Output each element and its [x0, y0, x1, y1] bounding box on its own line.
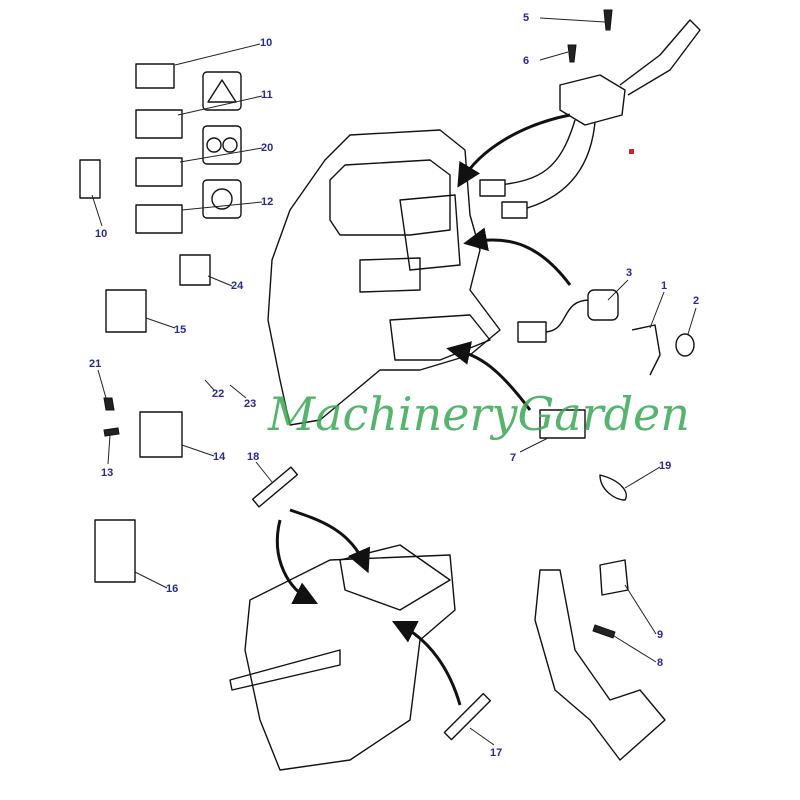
callout-14: 14: [213, 451, 226, 463]
watermark: MachineryGarden: [267, 387, 690, 441]
callout-13: 13: [101, 467, 113, 479]
callout-20: 20: [261, 142, 273, 154]
relays: [94, 254, 211, 583]
callout-8: 8: [657, 657, 663, 669]
callout-17: 17: [490, 747, 502, 759]
callout-19: 19: [659, 460, 671, 472]
callout-10-top: 10: [260, 37, 272, 49]
callout-9: 9: [657, 629, 663, 641]
callout-22: 22: [212, 388, 224, 400]
callout-10-left: 10: [95, 228, 107, 240]
callout-18: 18: [247, 451, 259, 463]
callout-12: 12: [261, 196, 273, 208]
callout-16: 16: [166, 583, 178, 595]
leader-lines: [91, 17, 697, 746]
callout-3: 3: [626, 267, 632, 279]
callout-1: 1: [661, 280, 667, 292]
callout-11: 11: [261, 89, 273, 101]
marker-square: [629, 149, 634, 154]
callout-5: 5: [523, 12, 529, 24]
callout-21: 21: [89, 358, 101, 370]
callout-6: 6: [523, 55, 529, 67]
callout-24: 24: [231, 280, 244, 292]
multifunction-switch: [479, 9, 701, 219]
callout-7: 7: [510, 452, 516, 464]
pedal-frame: [229, 409, 666, 771]
rocker-switches: [79, 63, 242, 234]
callout-15: 15: [174, 324, 186, 336]
ignition-switch: [517, 289, 695, 376]
callout-23: 23: [244, 398, 256, 410]
callout-2: 2: [693, 295, 699, 307]
